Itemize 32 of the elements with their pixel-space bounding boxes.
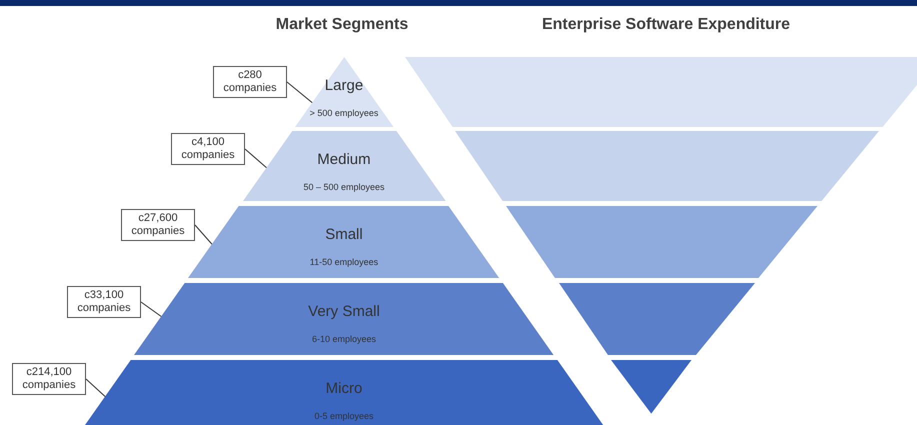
employee-range: 50 – 500 employees xyxy=(303,182,385,192)
callout-box: c33,100 companies xyxy=(67,286,141,318)
pyramid-layer xyxy=(134,283,554,355)
column-heading: Market Segments xyxy=(276,16,408,34)
expenditure-band xyxy=(611,360,692,414)
segment-name: Medium xyxy=(317,151,371,168)
employee-range: > 500 employees xyxy=(310,108,378,118)
pyramid-layer xyxy=(294,57,394,127)
callout-box: c214,100 companies xyxy=(12,363,86,395)
pyramid-layer xyxy=(84,360,604,425)
pyramid-layer xyxy=(188,206,500,278)
column-heading: Enterprise Software Expenditure xyxy=(542,16,790,34)
segment-name: Large xyxy=(324,77,364,94)
segment-name: Very Small xyxy=(308,303,380,320)
leader-line xyxy=(244,148,268,168)
employee-range: 0-5 employees xyxy=(314,411,374,421)
callout-box: c4,100 companies xyxy=(171,133,245,165)
segment-name: Small xyxy=(325,226,363,243)
employee-range: 6-10 employees xyxy=(312,334,376,344)
leader-line xyxy=(194,224,214,246)
expenditure-band xyxy=(506,206,818,278)
leader-line xyxy=(286,82,314,104)
callout-box: c280 companies xyxy=(213,66,287,98)
segment-name: Micro xyxy=(326,380,362,397)
pyramid-layer xyxy=(242,131,446,201)
leader-line xyxy=(86,378,106,398)
expenditure-band xyxy=(455,131,880,201)
callout-box: c27,600 companies xyxy=(121,209,195,241)
expenditure-band xyxy=(558,283,755,355)
employee-range: 11-50 employees xyxy=(310,257,378,267)
leader-line xyxy=(140,302,162,318)
expenditure-band xyxy=(405,57,917,127)
